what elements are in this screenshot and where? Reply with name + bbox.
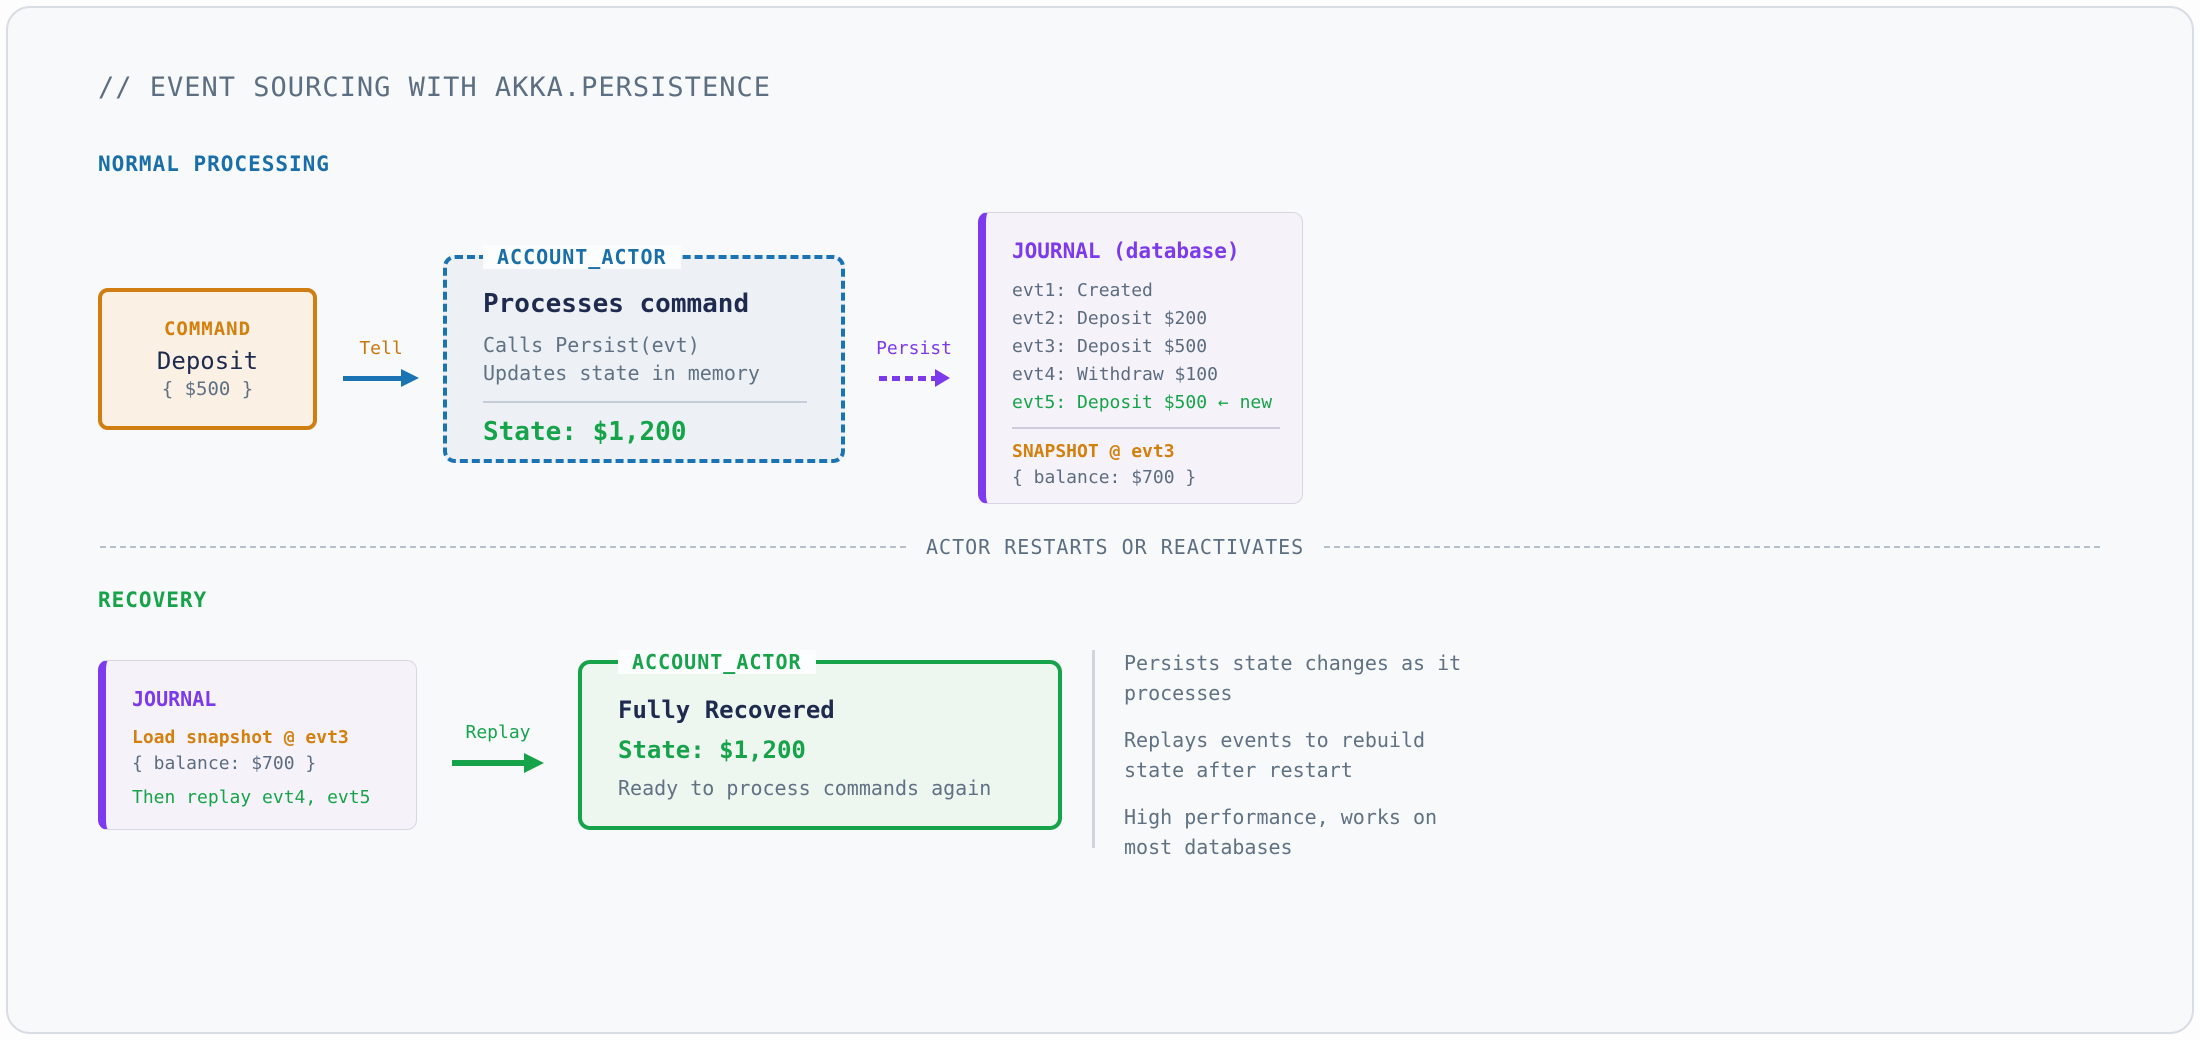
replay-arrow-line: [452, 760, 524, 766]
page-title: // EVENT SOURCING WITH AKKA.PERSISTENCE: [98, 72, 771, 103]
journal-event-row-new: evt5: Deposit $500 ← new: [1012, 392, 1273, 413]
persist-arrow-label: Persist: [876, 338, 952, 359]
recovered-actor-state: State: $1,200: [618, 736, 806, 764]
account-actor-divider: [483, 401, 807, 403]
replay-arrow-head-icon: [524, 753, 544, 773]
journal-snapshot-value: { balance: $700 }: [1012, 467, 1197, 488]
recovery-journal-replay-note: Then replay evt4, evt5: [132, 787, 371, 808]
tell-arrow-head-icon: [401, 369, 419, 387]
recovery-journal-title: JOURNAL: [132, 687, 217, 711]
command-payload: { $500 }: [161, 378, 254, 400]
replay-arrow: Replay: [446, 722, 550, 773]
journal-event-row: evt2: Deposit $200: [1012, 308, 1208, 329]
journal-event-list: evt1: Created evt2: Deposit $200 evt3: D…: [1012, 277, 1280, 417]
recovery-journal-balance: { balance: $700 }: [132, 753, 317, 774]
journal-database-box: JOURNAL (database) evt1: Created evt2: D…: [978, 212, 1303, 504]
command-name: Deposit: [156, 347, 259, 375]
recovered-actor-title: Fully Recovered: [618, 696, 835, 724]
restart-divider-dash-right: [1324, 546, 2100, 548]
journal-divider: [1012, 427, 1280, 429]
journal-event-row: evt3: Deposit $500: [1012, 336, 1208, 357]
recovery-journal-load-snapshot: Load snapshot @ evt3: [132, 727, 349, 748]
command-box-label: COMMAND: [163, 318, 252, 340]
account-actor-title: Processes command: [483, 289, 750, 319]
account-actor-detail-line: Updates state in memory: [483, 361, 760, 385]
persist-arrow-shape: [878, 369, 950, 387]
section-label-normal-processing: NORMAL PROCESSING: [98, 152, 330, 176]
account-actor-details: Calls Persist(evt) Updates state in memo…: [483, 331, 807, 387]
persist-arrow: Persist: [868, 338, 960, 387]
recovery-journal-box: JOURNAL Load snapshot @ evt3 { balance: …: [98, 660, 417, 830]
persist-arrow-line: [878, 375, 935, 381]
tell-arrow-shape: [343, 369, 419, 387]
note-item: Replays events to rebuild state after re…: [1124, 728, 1426, 782]
account-actor-detail-line: Calls Persist(evt): [483, 333, 700, 357]
command-box: COMMAND Deposit { $500 }: [98, 288, 317, 430]
journal-snapshot-label: SNAPSHOT @ evt3: [1012, 441, 1175, 462]
restart-divider: ACTOR RESTARTS OR REACTIVATES: [100, 535, 2100, 559]
notes-vertical-rule: [1092, 650, 1095, 848]
note-item: Persists state changes as it processes: [1124, 651, 1462, 705]
tell-arrow: Tell: [336, 338, 426, 387]
journal-database-title: JOURNAL (database): [1012, 239, 1240, 263]
tell-arrow-label: Tell: [359, 338, 403, 359]
journal-event-row: evt1: Created: [1012, 280, 1153, 301]
recovered-actor-subtitle: Ready to process commands again: [618, 776, 992, 800]
restart-divider-dash-left: [100, 546, 906, 548]
diagram-frame: [6, 6, 2194, 1034]
journal-event-row: evt4: Withdraw $100: [1012, 364, 1218, 385]
recovered-actor-tag: ACCOUNT_ACTOR: [618, 650, 816, 674]
account-actor-box: ACCOUNT_ACTOR Processes command Calls Pe…: [443, 245, 845, 463]
account-actor-state: State: $1,200: [483, 417, 687, 447]
persist-arrow-head-icon: [934, 369, 950, 387]
note-item: High performance, works on most database…: [1124, 805, 1438, 859]
recovered-actor-box: ACCOUNT_ACTOR Fully Recovered State: $1,…: [578, 650, 1062, 830]
section-label-recovery: RECOVERY: [98, 588, 208, 612]
account-actor-tag: ACCOUNT_ACTOR: [483, 245, 681, 269]
restart-divider-label: ACTOR RESTARTS OR REACTIVATES: [926, 535, 1305, 559]
notes-list: Persists state changes as it processes R…: [1124, 648, 1484, 879]
replay-arrow-label: Replay: [465, 722, 531, 743]
tell-arrow-line: [343, 375, 401, 381]
replay-arrow-shape: [452, 753, 544, 773]
